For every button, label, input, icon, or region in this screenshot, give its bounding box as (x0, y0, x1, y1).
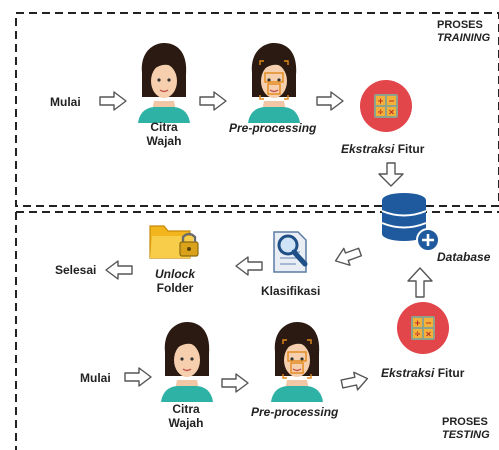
testing-stage-line2: TESTING (442, 429, 490, 441)
arrow-database-to-classification (331, 242, 364, 271)
testing-extract-label: Ekstraksi Fitur (381, 366, 464, 380)
arrow-extract-to-database-testing (407, 267, 433, 298)
locked-folder-icon (149, 225, 199, 259)
arrow-face-to-preprocess-training (199, 91, 227, 111)
unlock-italic: Unlock (154, 267, 195, 281)
training-boundary (15, 12, 499, 207)
training-stage-line1: PROSES (437, 19, 483, 31)
face-scan-icon-testing (271, 322, 323, 402)
arrow-preprocess-to-extract-testing (339, 369, 371, 394)
testing-preprocess-label: Pre-processing (251, 405, 339, 419)
arrow-unlock-to-finish (105, 260, 133, 280)
testing-extract-italic: Ekstraksi (381, 366, 435, 380)
training-extract-label: Ekstraksi Fitur (341, 142, 424, 156)
woman-face-icon (137, 42, 191, 124)
training-extract-italic: Ekstraksi (341, 142, 395, 156)
arrow-classification-to-unlock (235, 256, 263, 276)
training-extract-rest: Fitur (394, 142, 425, 156)
unlock-rest: Folder (156, 281, 194, 295)
unlock-folder-label: Unlock Folder (145, 267, 205, 295)
testing-face-line2: Wajah (168, 416, 204, 430)
training-start-label: Mulai (50, 95, 81, 109)
search-document-icon (273, 231, 308, 273)
testing-stage-label: PROSES TESTING (442, 416, 490, 442)
training-face-line1: Citra (150, 120, 178, 134)
training-stage-line2: TRAINING (437, 32, 491, 44)
calculator-icon (360, 80, 412, 132)
arrow-start-to-face-testing (124, 367, 152, 387)
woman-face-icon-testing (160, 321, 214, 403)
training-stage-label: PROSES TRAINING (437, 19, 490, 45)
testing-extract-rest: Fitur (434, 366, 465, 380)
face-scan-icon (248, 43, 300, 123)
training-face-label: Citra Wajah (134, 120, 194, 148)
arrow-face-to-preprocess-testing (221, 373, 249, 393)
training-preprocess-label: Pre-processing (229, 121, 317, 135)
finish-label: Selesai (55, 263, 97, 277)
database-label: Database (437, 250, 491, 264)
testing-face-label: Citra Wajah (156, 402, 216, 430)
classification-label: Klasifikasi (261, 284, 321, 298)
testing-stage-line1: PROSES (442, 416, 488, 428)
testing-start-label: Mulai (80, 371, 111, 385)
arrow-preprocess-to-extract-training (316, 91, 344, 111)
arrow-extract-to-database (378, 162, 404, 187)
training-face-line2: Wajah (146, 134, 182, 148)
arrow-start-to-face-training (99, 91, 127, 111)
database-add-icon (381, 193, 440, 252)
calculator-icon-testing (397, 302, 449, 354)
testing-face-line1: Citra (172, 402, 200, 416)
